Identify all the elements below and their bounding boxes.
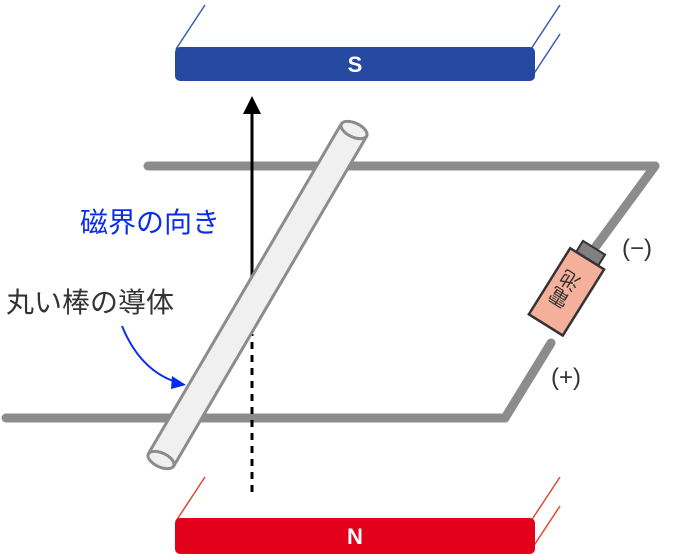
rail-diagonal-lower [500, 338, 556, 423]
magnet-s-label: S [348, 52, 363, 77]
conductor-label: 丸い棒の導体 [6, 287, 174, 318]
conductor-pointer-arrowhead [171, 376, 186, 389]
magnet-s-body [175, 47, 535, 81]
conductor-rod-top-end [339, 119, 369, 141]
magnet-n-body [175, 518, 535, 554]
magnet-s-edge-right [530, 4, 561, 50]
magnet-n-edge-right2 [530, 505, 561, 551]
plus-terminal-label: (+) [551, 364, 581, 391]
battery: 電池 [527, 239, 607, 338]
battery-body [527, 246, 606, 338]
magnet-n: N [175, 476, 561, 554]
field-arrow-head [243, 96, 261, 114]
magnet-n-edge-right [530, 476, 561, 522]
magnet-s-edge-left [175, 4, 206, 50]
magnet-s: S [175, 4, 561, 81]
conductor-rod [146, 119, 369, 471]
magnet-s-edge-right2 [530, 33, 561, 79]
magnet-n-label: N [347, 524, 363, 549]
field-arrow [243, 96, 261, 492]
field-direction-label: 磁界の向き [80, 207, 220, 238]
magnet-n-edge-left [175, 476, 206, 522]
conductor-rod-bottom-end [146, 449, 176, 471]
minus-terminal-label: (−) [622, 235, 652, 262]
conductor-pointer-arrow [121, 325, 177, 383]
